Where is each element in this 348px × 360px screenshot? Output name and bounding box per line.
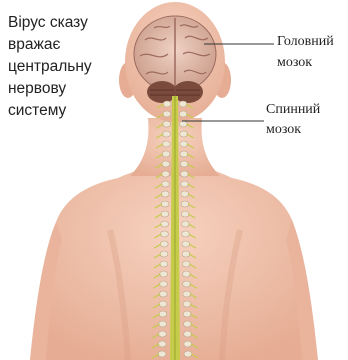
vertebra [180,141,188,147]
spinal-cord-label: Спинний мозок [266,100,320,140]
vertebra [181,221,189,227]
caption-line: Вірус сказу [8,12,123,34]
vertebra [180,171,188,177]
vertebra [181,201,189,207]
vertebra [183,291,191,297]
vertebra [184,331,192,337]
vertebra [159,311,167,317]
vertebra [160,251,168,257]
vertebra [183,311,191,317]
vertebra [162,131,170,137]
spinal-cord-label-line: мозок [266,120,320,140]
vertebra [160,271,168,277]
vertebra [184,341,192,347]
vertebra [183,321,191,327]
vertebra [179,121,187,127]
vertebra [179,111,187,117]
vertebra [182,251,190,257]
caption-line: нервову [8,78,123,100]
caption-text: Вірус сказу вражає центральну нервову си… [8,12,123,122]
vertebra [182,261,190,267]
vertebra [159,291,167,297]
vertebra [160,241,168,247]
vertebra [162,171,170,177]
brain-label: Головний мозок [277,31,334,73]
vertebra [181,211,189,217]
vertebra [182,271,190,277]
vertebra [159,301,167,307]
vertebra [179,101,187,107]
vertebra [183,301,191,307]
vertebra [161,181,169,187]
vertebra [163,121,171,127]
vertebra [182,231,190,237]
vertebra [181,181,189,187]
caption-line: вражає [8,34,123,56]
vertebra [163,101,171,107]
vertebra [183,281,191,287]
vertebra [180,151,188,157]
vertebra [161,211,169,217]
vertebra [162,141,170,147]
brain-label-line: Головний [277,31,334,52]
brain-label-line: мозок [277,52,334,73]
caption-line: систему [8,100,123,122]
vertebra [162,151,170,157]
vertebra [160,261,168,267]
vertebra [162,161,170,167]
vertebra [182,241,190,247]
vertebra [161,221,169,227]
vertebra [159,281,167,287]
caption-line: центральну [8,56,123,78]
vertebra [180,161,188,167]
vertebra [158,331,166,337]
vertebra [161,201,169,207]
vertebra [160,231,168,237]
vertebra [180,131,188,137]
vertebra [158,341,166,347]
vertebra [184,351,192,357]
vertebra [181,191,189,197]
vertebra [161,191,169,197]
vertebra [163,111,171,117]
spinal-cord-label-line: Спинний [266,100,320,120]
vertebra [159,321,167,327]
vertebra [158,351,166,357]
